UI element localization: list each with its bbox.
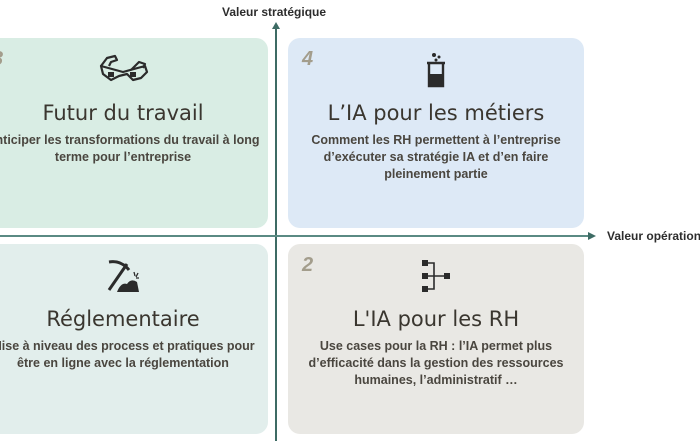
quadrant-description: Use cases pour la RH : l’IA permet plus … xyxy=(308,339,564,387)
quadrant-description: Anticiper les transformations du travail… xyxy=(0,133,260,164)
horizontal-axis-arrow xyxy=(588,232,596,240)
quadrant-title: L’IA pour les métiers xyxy=(327,101,545,125)
quadrant-number: 2 xyxy=(302,254,314,276)
hierarchy-icon xyxy=(422,260,450,292)
quadrant-title: L'IA pour les RH xyxy=(352,307,520,331)
vertical-axis-arrow xyxy=(272,22,280,29)
horizontal-axis xyxy=(0,235,590,237)
quadrant-title: Futur du travail xyxy=(42,101,204,125)
quadrant-futur-du-travail: 3 Futur du travail Anticiper les transfo… xyxy=(0,38,268,228)
quadrant-description: Comment les RH permettent à l’entreprise… xyxy=(311,133,561,181)
beaker-icon xyxy=(427,53,445,88)
quadrant-reglementaire: Réglementaire Mise à niveau des process … xyxy=(0,244,268,434)
quadrant-title: Réglementaire xyxy=(46,307,200,331)
quadrant-ia-pour-les-metiers: 4 L’IA pour les métiers Comment les RH p… xyxy=(288,38,584,228)
quadrant-ia-pour-les-rh: 2 L'IA pour les RH Use cases pour la RH … xyxy=(288,244,584,434)
vertical-axis-label: Valeur stratégique xyxy=(222,5,327,19)
quadrant-number: 4 xyxy=(302,48,314,70)
quadrant-description: Mise à niveau des process et pratiques p… xyxy=(0,339,255,370)
vertical-axis xyxy=(275,28,277,441)
quadrant-number: 3 xyxy=(0,48,3,71)
3d-glasses-icon xyxy=(99,54,149,82)
horizontal-axis-label: Valeur opérationnelle xyxy=(607,229,700,243)
pickaxe-icon xyxy=(107,260,139,292)
